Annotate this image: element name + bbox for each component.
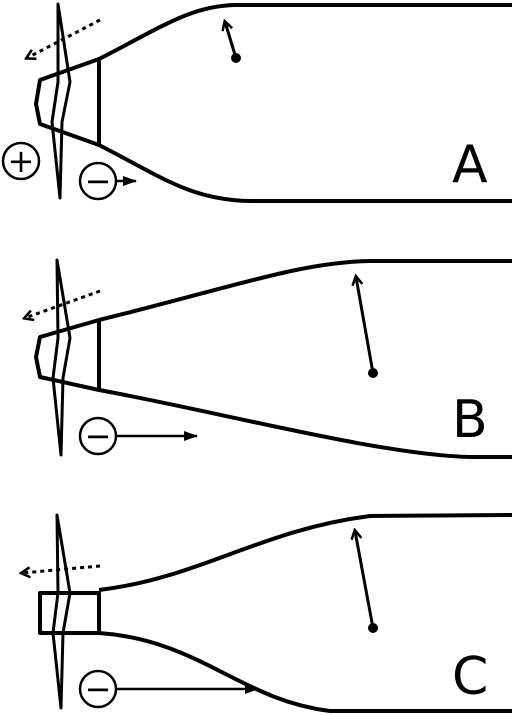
svg-text:−: − — [85, 417, 112, 455]
minus-sign: − — [78, 669, 118, 709]
hub-body — [34, 57, 101, 147]
upper-contour — [98, 3, 512, 61]
lower-contour — [98, 388, 512, 459]
upper-contour — [98, 259, 512, 322]
panel-a: + − A — [1, 2, 512, 203]
hub-body — [34, 318, 101, 392]
propeller-blade-icon — [50, 2, 72, 200]
vector-arrow — [356, 277, 375, 374]
panel-c: − C — [22, 513, 513, 713]
plus-sign: + — [1, 141, 41, 181]
lower-contour — [98, 143, 512, 203]
panel-label: B — [452, 390, 488, 450]
vector-arrow — [225, 22, 238, 59]
svg-text:−: − — [85, 670, 112, 708]
minus-sign: − — [78, 416, 118, 456]
panel-label: C — [452, 647, 488, 707]
dotted-arrow — [22, 564, 101, 573]
upper-contour — [98, 513, 513, 592]
panel-label: A — [452, 135, 488, 195]
dotted-arrow — [25, 289, 101, 318]
svg-text:+: + — [8, 142, 35, 180]
lower-contour — [98, 631, 512, 713]
svg-text:−: − — [85, 162, 112, 200]
minus-sign: − — [78, 161, 118, 201]
vector-arrow — [355, 531, 375, 629]
panel-b: − B — [25, 258, 512, 459]
propeller-blade-icon — [51, 513, 72, 710]
propeller-blade-icon — [51, 258, 72, 457]
dotted-arrow — [27, 18, 101, 58]
